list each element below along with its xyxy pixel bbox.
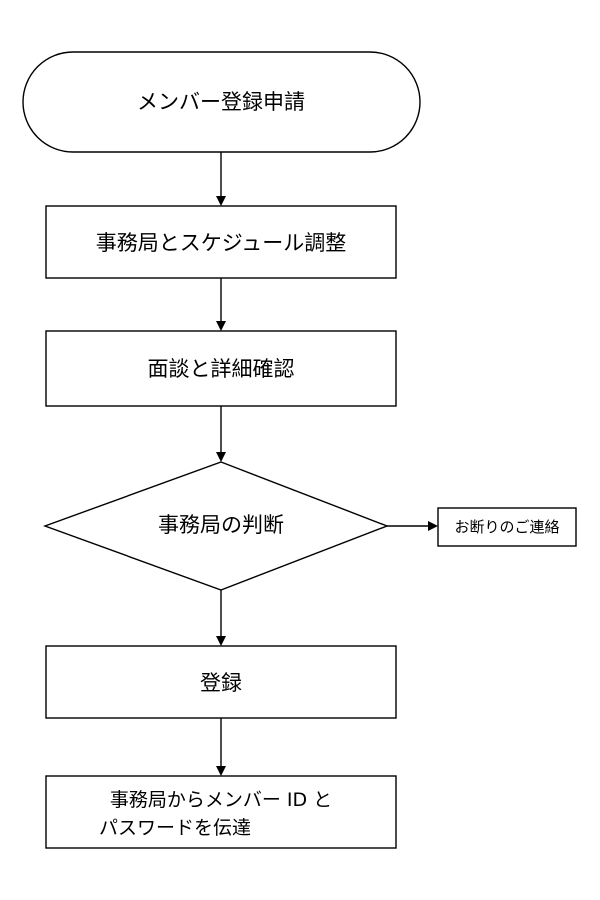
arrowhead-icon — [216, 636, 226, 646]
reject-box — [437, 507, 577, 547]
notify-label-line1: 事務局からメンバー ID と — [110, 789, 332, 811]
notify-process-box — [45, 775, 397, 849]
schedule-label: 事務局とスケジュール調整 — [96, 231, 347, 255]
arrowhead-icon — [216, 766, 226, 776]
arrowhead-icon — [428, 521, 438, 531]
interview-process-box — [45, 330, 397, 407]
start-label: メンバー登録申請 — [137, 90, 305, 114]
reject-label: お断りのご連絡 — [454, 518, 559, 536]
decision-diamond — [42, 461, 389, 591]
start-terminator — [22, 51, 421, 153]
decision-label: 事務局の判断 — [158, 513, 284, 537]
interview-label: 面談と詳細確認 — [148, 357, 295, 381]
arrowhead-icon — [216, 321, 226, 331]
arrowhead-icon — [216, 452, 226, 462]
arrowhead-icon — [216, 196, 226, 206]
notify-label-line2: パスワードを伝達 — [99, 817, 251, 839]
register-process-box — [45, 645, 397, 719]
register-label: 登録 — [200, 671, 242, 695]
schedule-process-box — [45, 205, 397, 279]
